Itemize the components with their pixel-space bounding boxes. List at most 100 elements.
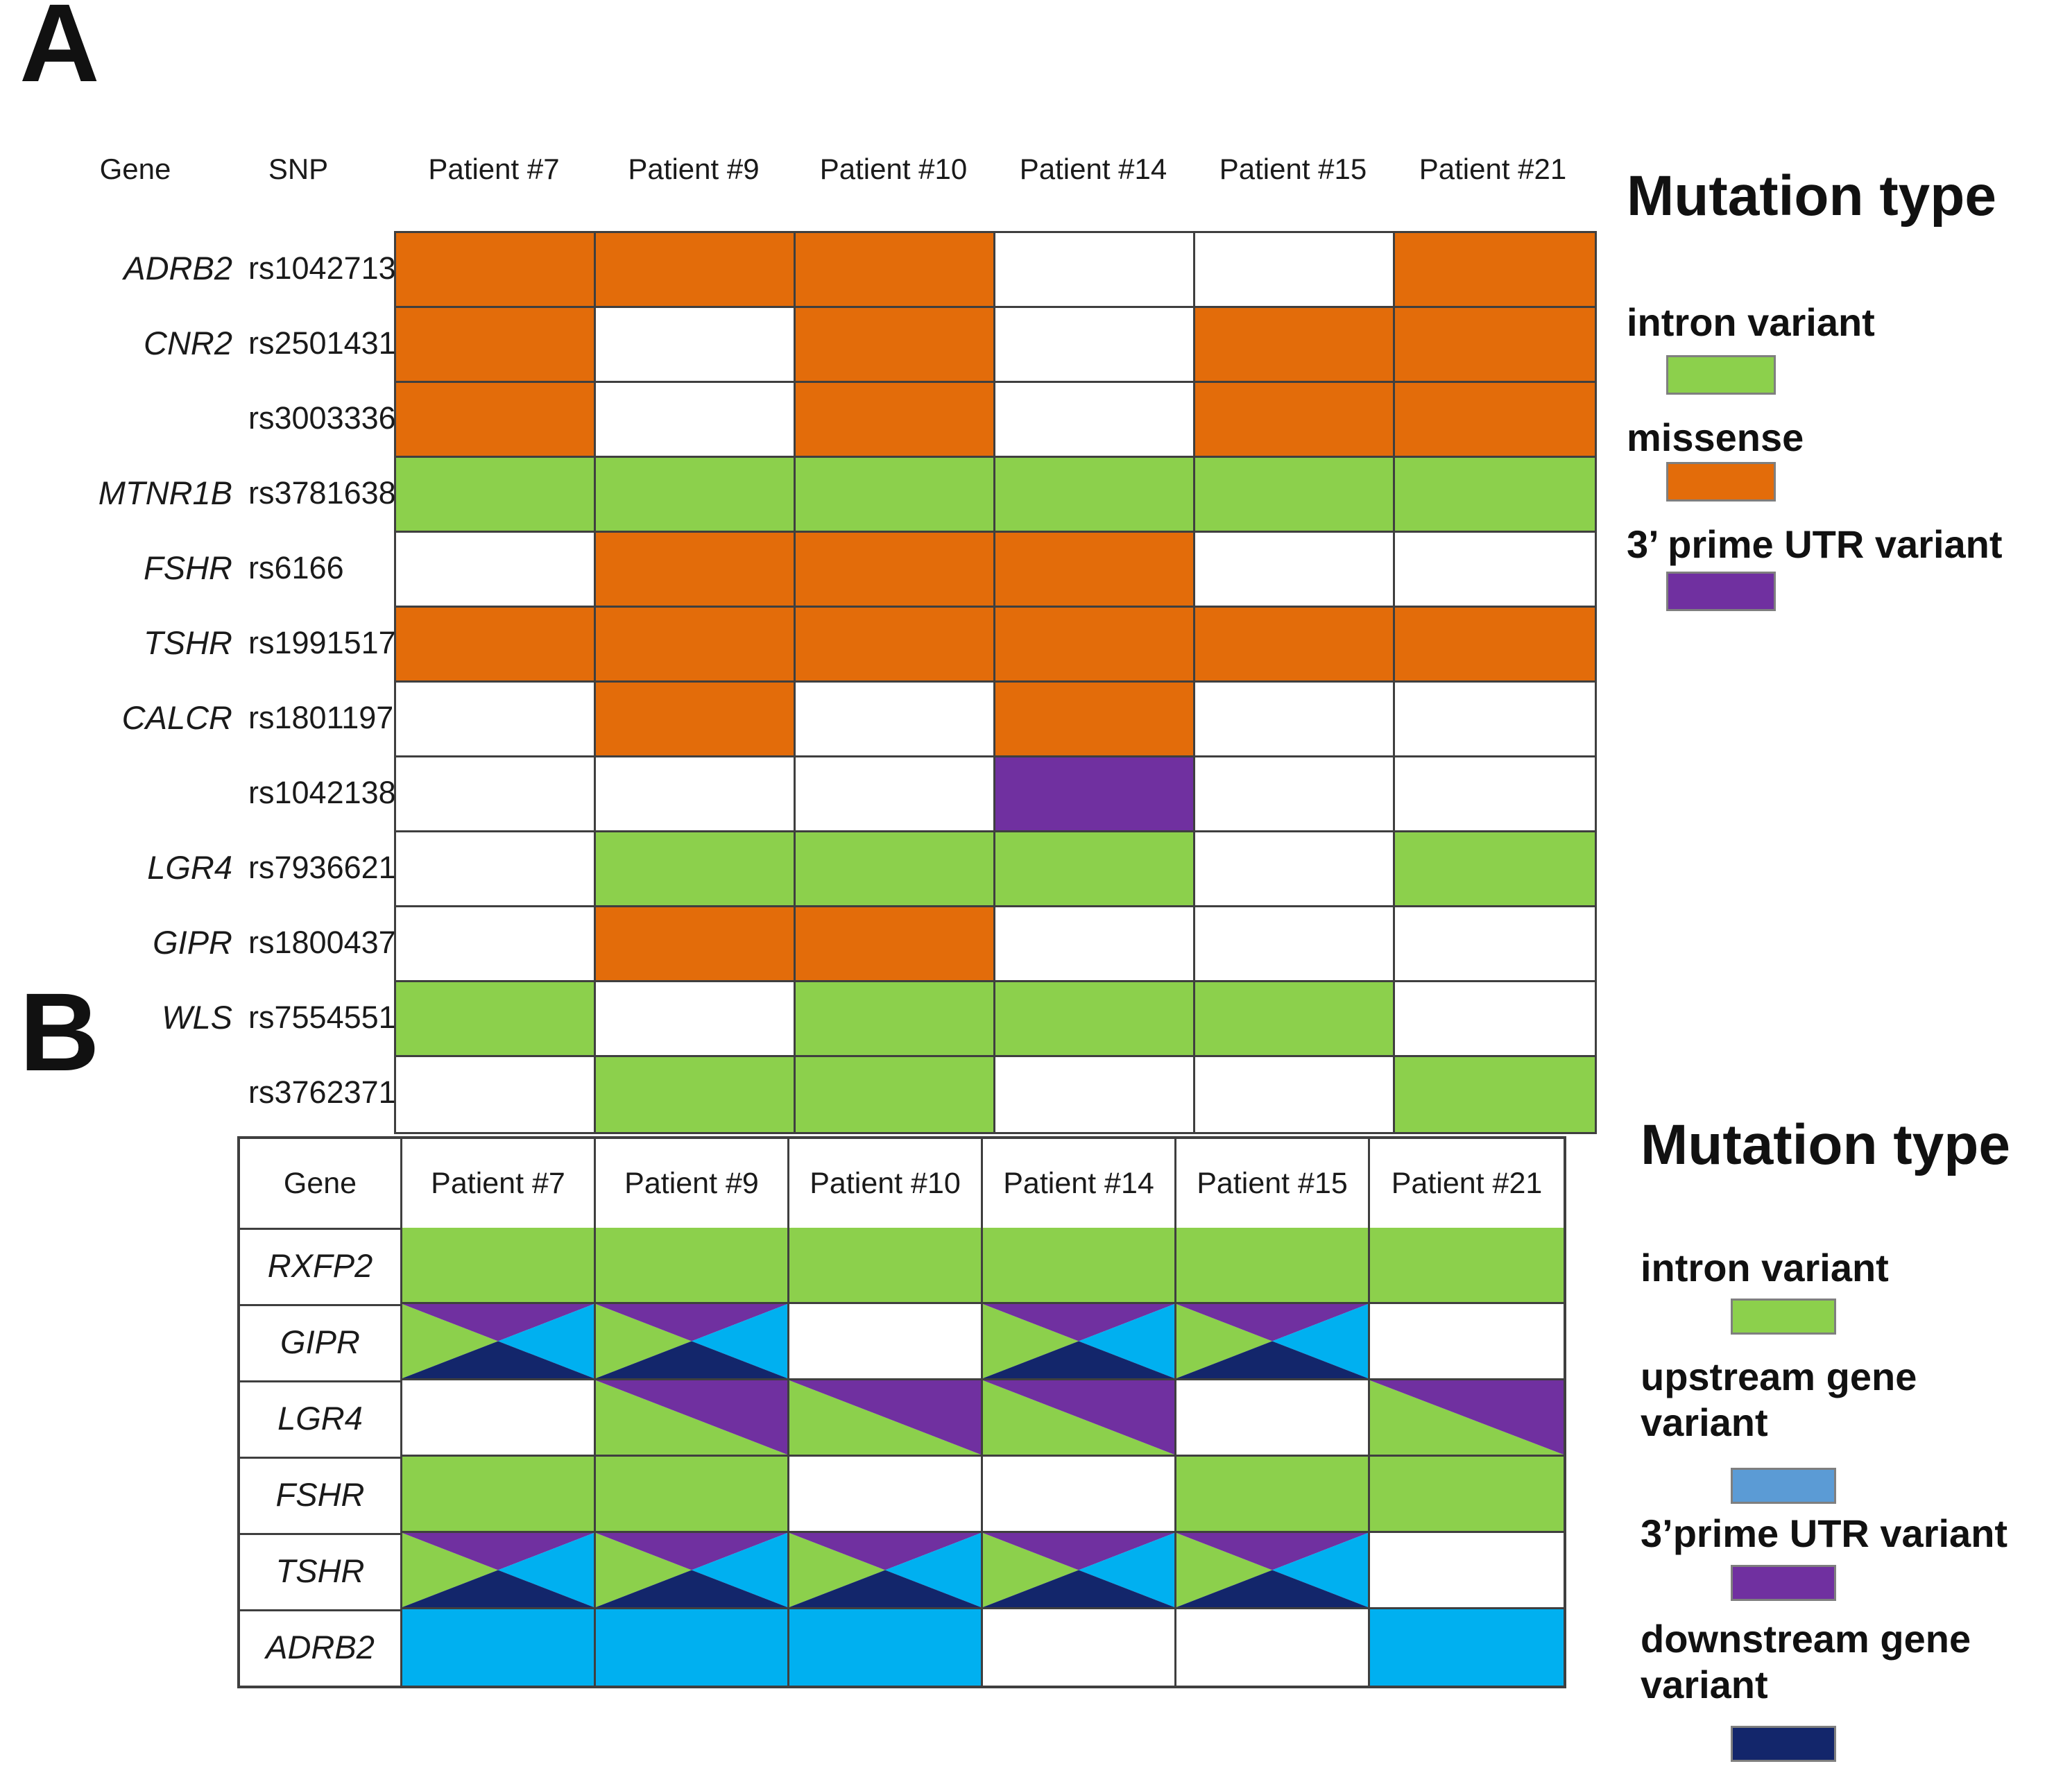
column-header-patient: Patient #10: [819, 153, 968, 185]
gene-label: ADRB2: [123, 250, 232, 286]
heatmap-cell: [596, 1228, 789, 1304]
heatmap-cell: [995, 832, 1195, 907]
heatmap-cell: [396, 832, 596, 907]
legend-item-label: missense: [1627, 415, 1804, 459]
heatmap-cell: [1195, 982, 1395, 1057]
heatmap-cell: [396, 383, 596, 458]
legend-item-label: downstream gene variant: [1641, 1617, 1971, 1707]
heatmap-cell: [596, 1304, 789, 1380]
legend-item-label: 3’ prime UTR variant: [1627, 522, 2003, 566]
heatmap-cell: [1395, 683, 1595, 757]
heatmap-cell: [789, 1457, 983, 1533]
heatmap-cell: [1176, 1533, 1370, 1609]
heatmap-cell: [396, 1057, 596, 1132]
heatmap-cell: [596, 1057, 796, 1132]
heatmap-cell: [596, 907, 796, 982]
snp-label: rs1042138: [248, 775, 396, 810]
legend-item-label: upstream gene variant: [1641, 1355, 1917, 1445]
heatmap-cell: [1395, 458, 1595, 533]
heatmap-cell: [396, 683, 596, 757]
column-header-patient: Patient #9: [596, 1139, 789, 1230]
heatmap-cell: [1395, 982, 1595, 1057]
heatmap-cell: [402, 1304, 596, 1380]
heatmap-cell: [789, 1304, 983, 1380]
column-header-patient: Patient #14: [983, 1139, 1176, 1230]
heatmap-cell: [1195, 832, 1395, 907]
heatmap-cell: [995, 1057, 1195, 1132]
heatmap-cell: [402, 1457, 596, 1533]
heatmap-cell: [1195, 233, 1395, 308]
heatmap-cell: [1395, 533, 1595, 608]
column-header-patient: Patient #15: [1219, 153, 1367, 185]
legend-swatch: [1666, 462, 1776, 502]
heatmap-cell: [995, 757, 1195, 832]
snp-label: rs1991517: [248, 625, 396, 660]
gene-label: LGR4: [240, 1380, 402, 1459]
column-header-patient: Patient #10: [789, 1139, 983, 1230]
column-header-patient: Patient #7: [428, 153, 560, 185]
panel-a-label: A: [19, 0, 100, 105]
heatmap-cell: [1395, 757, 1595, 832]
heatmap-cell: [1395, 1057, 1595, 1132]
heatmap-cell: [596, 832, 796, 907]
heatmap-cell: [1195, 458, 1395, 533]
legend-swatch: [1731, 1468, 1836, 1504]
column-header-patient: Patient #15: [1176, 1139, 1370, 1230]
snp-label: rs6166: [248, 550, 344, 585]
legend-swatch: [1731, 1299, 1836, 1335]
heatmap-cell: [1176, 1380, 1370, 1457]
heatmap-cell: [1176, 1228, 1370, 1304]
legend-item-label: intron variant: [1641, 1246, 1889, 1289]
heatmap-cell: [1195, 308, 1395, 383]
legend-swatch: [1666, 572, 1776, 611]
heatmap-cell: [1195, 757, 1395, 832]
heatmap-cell: [1395, 308, 1595, 383]
column-header-patient: Patient #7: [402, 1139, 596, 1230]
gene-label: GIPR: [153, 924, 232, 961]
gene-label: ADRB2: [240, 1609, 402, 1686]
snp-label: rs7936621: [248, 850, 396, 885]
heatmap-cell: [1395, 383, 1595, 458]
snp-label: rs3762371: [248, 1074, 396, 1110]
heatmap-cell: [596, 982, 796, 1057]
heatmap-cell: [596, 757, 796, 832]
heatmap-cell: [1370, 1609, 1564, 1686]
heatmap-cell: [995, 458, 1195, 533]
heatmap-cell: [995, 907, 1195, 982]
heatmap-cell: [396, 982, 596, 1057]
heatmap-cell: [402, 1380, 596, 1457]
heatmap-cell: [596, 383, 796, 458]
heatmap-cell: [402, 1228, 596, 1304]
heatmap-cell: [596, 683, 796, 757]
heatmap-cell: [995, 982, 1195, 1057]
column-header-patient: Patient #21: [1370, 1139, 1564, 1230]
gene-label: LGR4: [147, 849, 232, 886]
heatmap-cell: [396, 533, 596, 608]
heatmap-cell: [796, 907, 995, 982]
snp-label: rs1801197: [248, 700, 394, 735]
heatmap-cell: [1195, 1057, 1395, 1132]
heatmap-cell: [796, 683, 995, 757]
column-header-gene: Gene: [240, 1139, 402, 1230]
heatmap-cell: [796, 308, 995, 383]
heatmap-cell: [596, 608, 796, 683]
snp-label: rs1800437: [248, 925, 396, 960]
heatmap-cell: [596, 308, 796, 383]
gene-label: FSHR: [144, 549, 232, 586]
heatmap-cell: [1370, 1228, 1564, 1304]
heatmap-cell: [983, 1304, 1176, 1380]
heatmap-cell: [995, 383, 1195, 458]
heatmap-cell: [995, 608, 1195, 683]
heatmap-grid-a: [394, 231, 1597, 1134]
heatmap-cell: [1395, 907, 1595, 982]
heatmap-cell: [1395, 608, 1595, 683]
legend-title: Mutation type: [1641, 1113, 2010, 1176]
gene-label: RXFP2: [240, 1228, 402, 1306]
heatmap-cell: [396, 233, 596, 308]
heatmap-cell: [1370, 1533, 1564, 1609]
snp-label: rs2501431: [248, 325, 396, 361]
heatmap-cell: [1176, 1304, 1370, 1380]
gene-label: GIPR: [240, 1304, 402, 1382]
heatmap-cell: [995, 308, 1195, 383]
heatmap-cell: [596, 1457, 789, 1533]
